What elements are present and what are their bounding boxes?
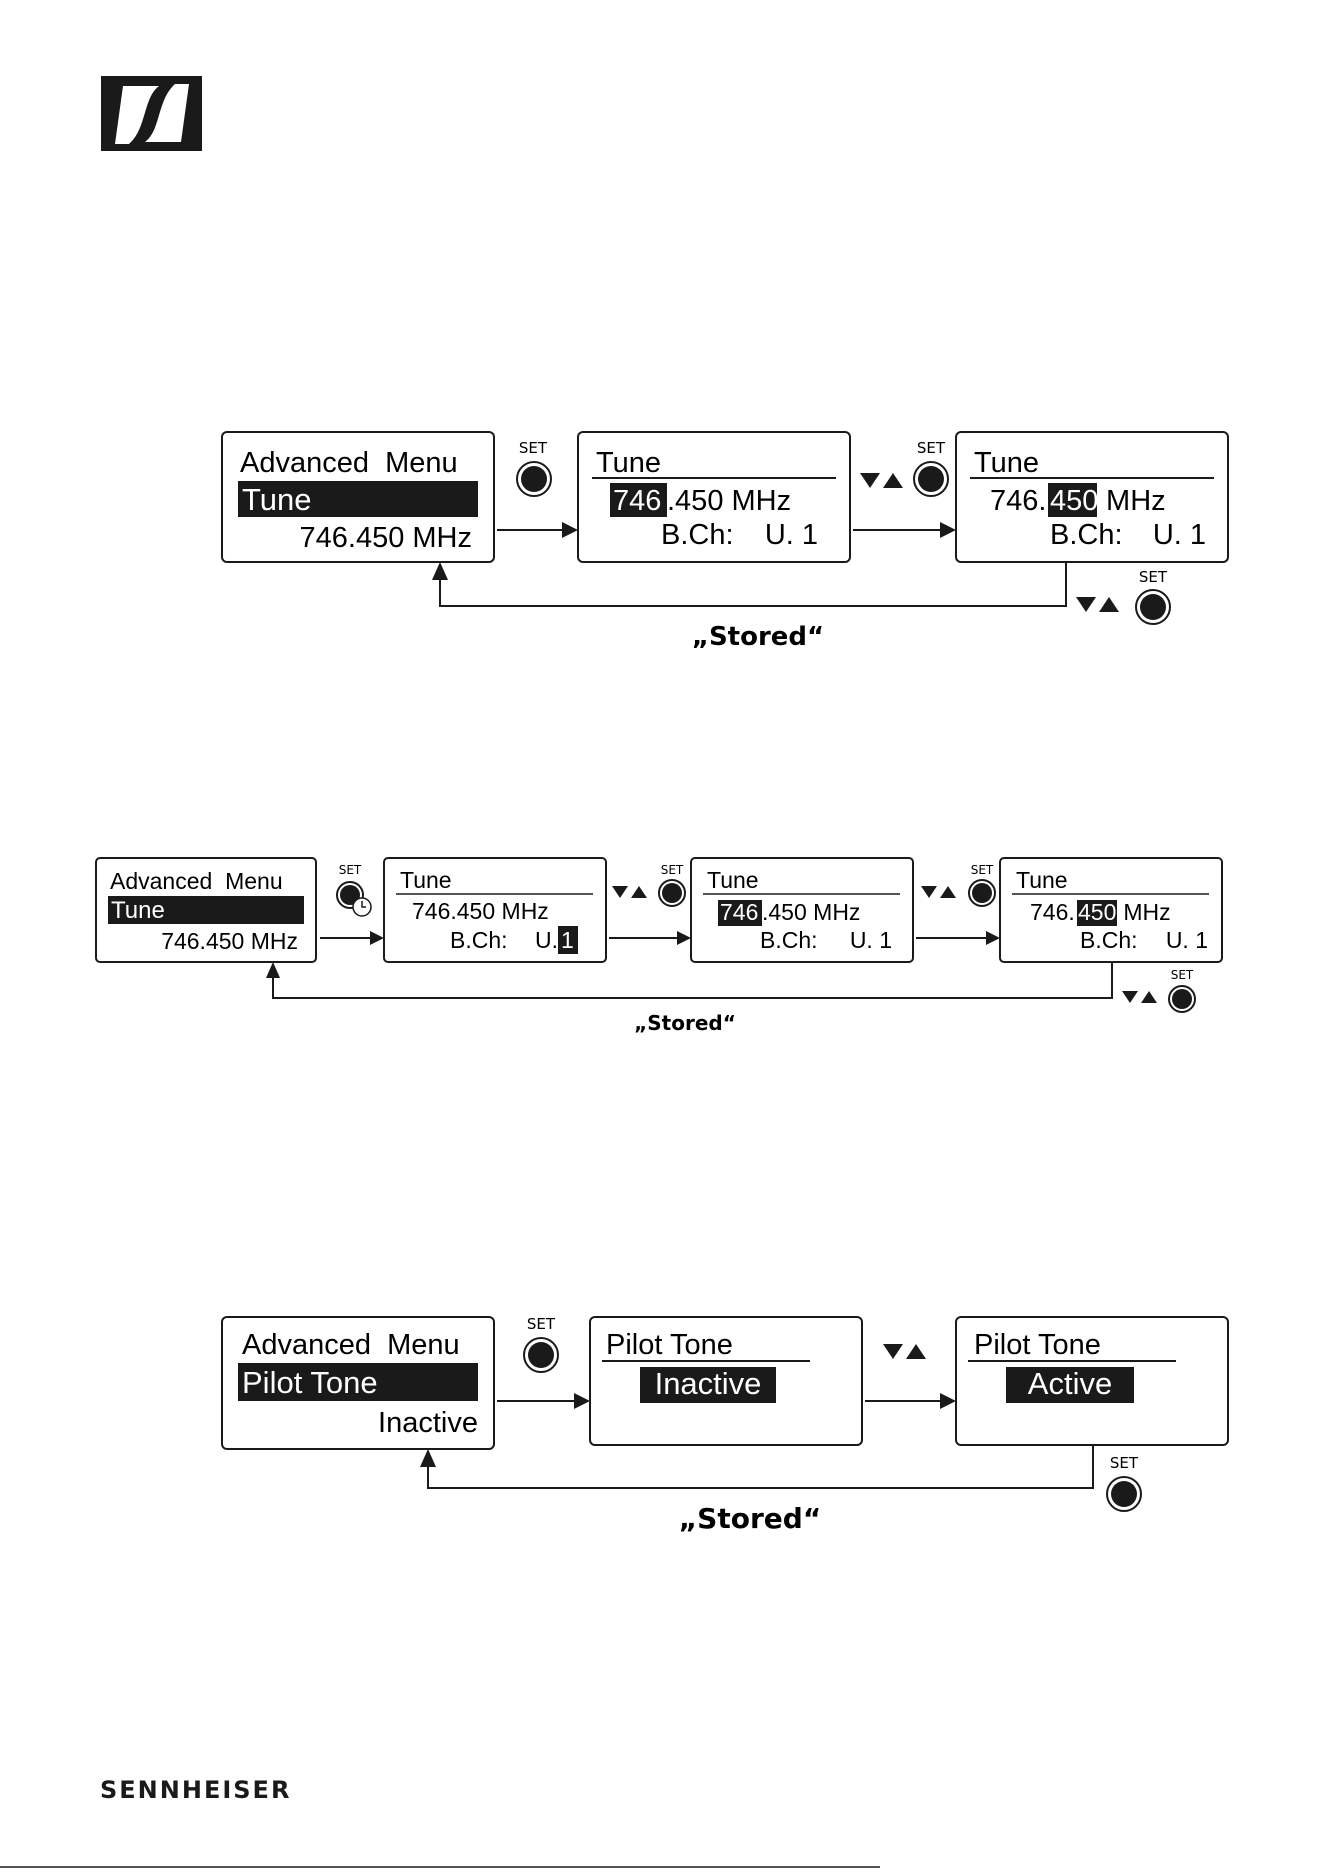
freq-rest: .450 MHz <box>667 485 791 517</box>
freq-khz-highlight: 450 <box>1050 485 1098 517</box>
menu-item-value: Inactive <box>378 1407 478 1439</box>
set-button[interactable]: SET <box>523 1315 559 1373</box>
svg-text:SET: SET <box>527 1315 556 1333</box>
screen-tune-khz: Tune 746. 450 MHz B.Ch: U. 1 <box>999 857 1223 963</box>
svg-text:SET: SET <box>519 439 548 457</box>
freq-pre: 746. <box>1030 899 1075 925</box>
bch-label: B.Ch: <box>760 927 818 953</box>
return-arrow <box>432 562 1067 607</box>
screen-title: Tune <box>596 447 661 479</box>
updown-icon[interactable] <box>612 886 647 898</box>
bch-label: B.Ch: <box>1050 519 1123 551</box>
set-button[interactable]: SET <box>658 863 686 907</box>
svg-text:SET: SET <box>339 863 362 877</box>
screen-tune-khz: Tune 746. 450 MHz B.Ch: U. 1 <box>955 431 1229 563</box>
set-button[interactable]: SET <box>913 439 949 497</box>
pilot-tone-value: Inactive <box>655 1366 762 1401</box>
freq-khz-highlight: 450 <box>1078 899 1116 925</box>
screen-pilot-tone-inactive: Pilot Tone Inactive <box>589 1316 863 1446</box>
freq-rest: .450 MHz <box>762 899 860 925</box>
set-button[interactable]: SET <box>1168 968 1196 1013</box>
screen-title: Advanced Menu <box>110 868 283 894</box>
freq-pre: 746. <box>990 485 1046 517</box>
set-button[interactable]: SET <box>968 863 996 907</box>
set-button[interactable]: SET <box>516 439 552 497</box>
brand-wordmark: SENNHEISER <box>100 1776 292 1804</box>
screen-tune-mhz: Tune 746 .450 MHz B.Ch: U. 1 <box>577 431 851 563</box>
svg-text:SET: SET <box>1171 968 1194 982</box>
bch-value: U. 1 <box>1153 519 1206 551</box>
freq: 746.450 MHz <box>412 898 549 924</box>
screen-title: Pilot Tone <box>974 1329 1101 1361</box>
svg-text:SET: SET <box>971 863 994 877</box>
screen-title: Pilot Tone <box>606 1329 733 1361</box>
stored-label: „Stored“ <box>692 622 824 652</box>
bch-label: B.Ch: <box>661 519 734 551</box>
screen-advanced-menu: Advanced Menu Tune 746.450 MHz <box>95 857 317 963</box>
bch-label: B.Ch: <box>1080 927 1138 953</box>
updown-icon[interactable] <box>1076 597 1119 612</box>
screen-title: Advanced Menu <box>242 1329 460 1361</box>
screen-tune-channel: Tune 746.450 MHz B.Ch: U. 1 <box>383 857 607 963</box>
set-hold-button[interactable]: SET <box>336 863 372 917</box>
screen-tune-mhz: Tune 746 .450 MHz B.Ch: U. 1 <box>690 857 914 963</box>
freq-mhz-highlight: 746 <box>613 485 661 517</box>
screen-advanced-menu: Advanced Menu Tune 746.450 MHz <box>221 431 495 563</box>
sennheiser-logo-icon <box>101 76 202 151</box>
menu-selected-item: Pilot Tone <box>242 1365 378 1400</box>
screen-title: Tune <box>707 867 759 893</box>
bch-value: U. 1 <box>1166 927 1208 953</box>
stored-label: „Stored“ <box>679 1502 821 1535</box>
updown-icon[interactable] <box>1122 991 1157 1003</box>
freq-post: MHz <box>1098 485 1166 517</box>
footer-rule <box>0 1866 880 1868</box>
tune-diagram-2: Advanced Menu Tune 746.450 MHz SET Tune … <box>95 857 1223 1035</box>
return-arrow <box>420 1445 1094 1489</box>
svg-text:SET: SET <box>917 439 946 457</box>
bch-value: U. 1 <box>850 927 892 953</box>
pilot-tone-diagram: Advanced Menu Pilot Tone Inactive SET Pi… <box>221 1315 1229 1535</box>
stored-label: „Stored“ <box>634 1011 736 1035</box>
return-arrow <box>266 962 1113 999</box>
tune-diagram-1: Advanced Menu Tune 746.450 MHz SET Tune … <box>221 431 1229 652</box>
set-button[interactable]: SET <box>1106 1454 1142 1512</box>
bch-label: B.Ch: <box>450 927 508 953</box>
screen-title: Tune <box>1016 867 1068 893</box>
menu-selected-item: Tune <box>242 482 312 517</box>
clock-icon <box>352 897 372 917</box>
screen-title: Tune <box>974 447 1039 479</box>
bch-value: U. 1 <box>765 519 818 551</box>
svg-text:SET: SET <box>1139 568 1168 586</box>
svg-text:SET: SET <box>661 863 684 877</box>
updown-icon[interactable] <box>883 1344 926 1359</box>
updown-icon[interactable] <box>921 886 956 898</box>
updown-icon[interactable] <box>860 473 903 488</box>
screen-pilot-tone-active: Pilot Tone Active <box>955 1316 1229 1446</box>
screen-advanced-menu: Advanced Menu Pilot Tone Inactive <box>221 1316 495 1450</box>
freq-post: MHz <box>1117 899 1171 925</box>
menu-item-value: 746.450 MHz <box>300 522 473 554</box>
menu-item-value: 746.450 MHz <box>161 928 298 954</box>
screen-title: Tune <box>400 867 452 893</box>
bch-highlight: 1 <box>561 927 574 953</box>
svg-text:SET: SET <box>1110 1454 1139 1472</box>
freq-mhz-highlight: 746 <box>720 899 758 925</box>
screen-title: Advanced Menu <box>240 447 458 479</box>
pilot-tone-value: Active <box>1028 1366 1112 1401</box>
menu-selected-item: Tune <box>111 897 165 924</box>
bch-pre: U. <box>535 927 558 953</box>
set-button[interactable]: SET <box>1135 568 1171 625</box>
